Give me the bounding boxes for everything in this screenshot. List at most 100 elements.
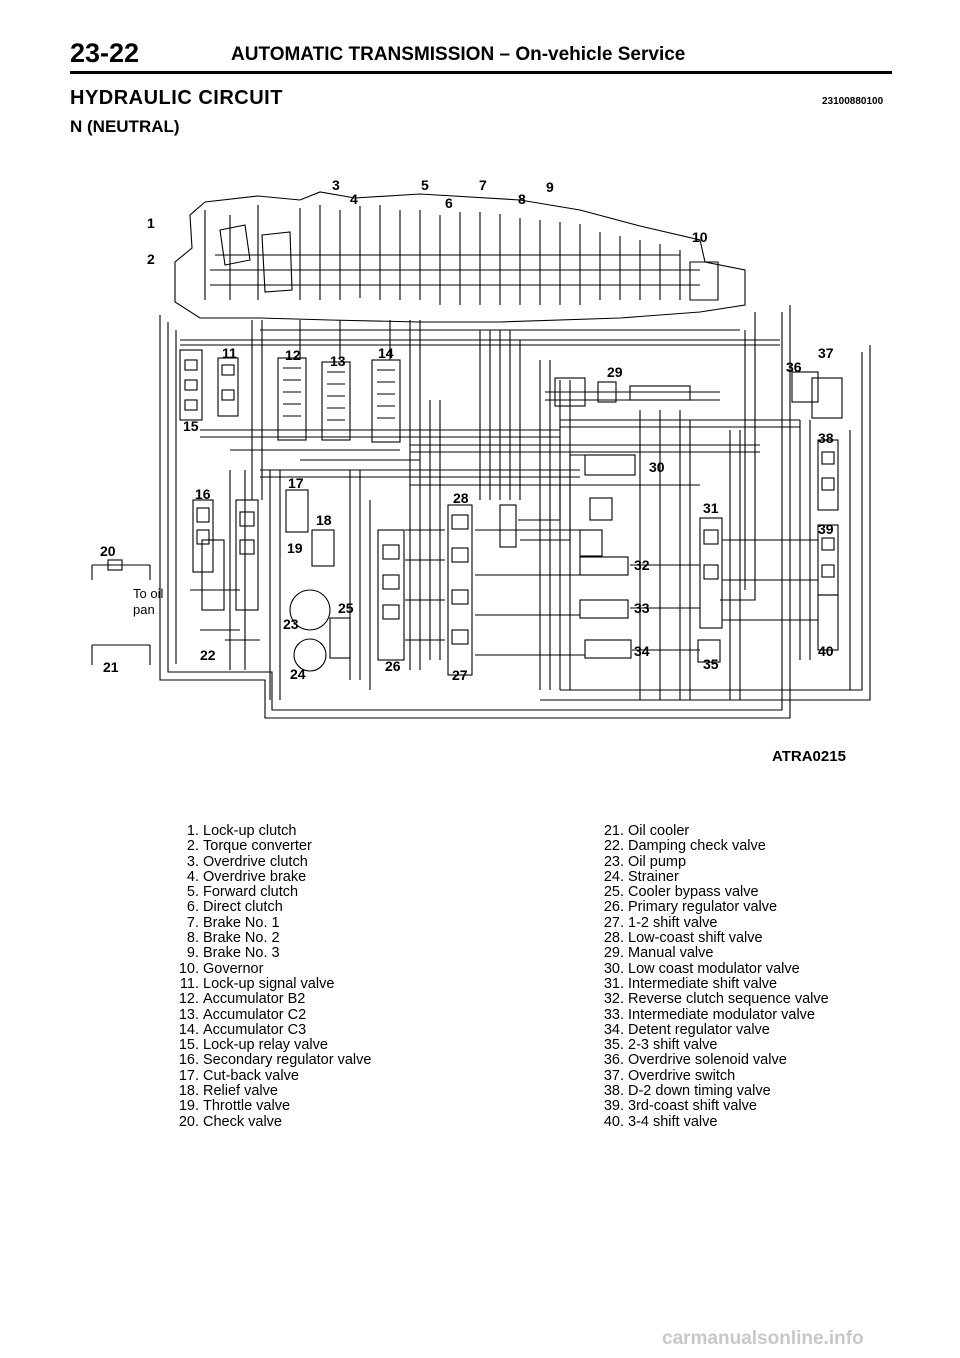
callout-1: 1 [147, 215, 155, 231]
callout-16: 16 [195, 486, 211, 502]
callout-18: 18 [316, 512, 332, 528]
legend-item-label: Low coast modulator valve [628, 960, 800, 977]
legend-item-label: Overdrive clutch [203, 853, 308, 870]
callout-4: 4 [350, 191, 358, 207]
callout-28: 28 [453, 490, 469, 506]
legend-item-label: Detent regulator valve [628, 1021, 770, 1038]
callout-12: 12 [285, 347, 301, 363]
legend-item-label: Lock-up relay valve [203, 1037, 328, 1054]
callout-40: 40 [818, 643, 834, 659]
legend-item-label: Strainer [628, 868, 679, 885]
callout-36: 36 [786, 359, 802, 375]
legend-item-number: 27. [603, 914, 624, 931]
section-code: 23100880100 [822, 96, 884, 107]
legend-item-label: Throttle valve [203, 1098, 291, 1115]
legend-item-number: 37. [603, 1067, 624, 1084]
legend-item-number: 31. [603, 975, 624, 992]
legend-item-number: 35. [603, 1037, 624, 1054]
legend-item: 29.Manual valve [592, 945, 829, 962]
legend-item: 15.Lock-up relay valve [167, 1037, 371, 1054]
callout-35: 35 [703, 656, 719, 672]
legend-item-label: Check valve [203, 1113, 282, 1130]
legend-item-label: Accumulator C2 [203, 1006, 307, 1023]
legend-item-label: Lock-up signal valve [203, 975, 335, 992]
callout-22: 22 [200, 647, 216, 663]
legend-item: 9.Brake No. 3 [167, 946, 371, 962]
legend-item: 7.Brake No. 1 [167, 915, 371, 931]
callout-23: 23 [283, 616, 299, 632]
page-title: AUTOMATIC TRANSMISSION – On-vehicle Serv… [231, 44, 685, 66]
legend-item: 35.2-3 shift valve [592, 1037, 829, 1054]
callout-6: 6 [445, 195, 453, 211]
legend-item: 10.Governor [167, 960, 371, 977]
callout-19: 19 [287, 540, 303, 556]
legend-item: 37.Overdrive switch [592, 1067, 829, 1084]
callout-15: 15 [183, 418, 199, 434]
callout-30: 30 [649, 459, 665, 475]
legend-item: 36.Overdrive solenoid valve [592, 1052, 829, 1069]
legend-item: 33.Intermediate modulator valve [592, 1006, 829, 1023]
mode-title: N (NEUTRAL) [70, 117, 180, 136]
callout-25: 25 [338, 600, 354, 616]
legend-item-number: 20. [178, 1113, 199, 1130]
legend-item: 22.Damping check valve [592, 838, 829, 854]
legend-item-number: 26. [603, 899, 624, 916]
legend-item-number: 24. [603, 868, 624, 885]
callout-27: 27 [452, 667, 468, 683]
legend-item: 34.Detent regulator valve [592, 1021, 829, 1038]
callout-32: 32 [634, 557, 650, 573]
legend-item-label: Direct clutch [203, 899, 283, 916]
title-sub: On-vehicle Service [515, 44, 686, 65]
legend-item-label: Accumulator C3 [203, 1021, 307, 1038]
watermark: carmanualsonline.info [662, 1328, 864, 1349]
legend-item-label: Forward clutch [203, 884, 299, 901]
legend-item: 26.Primary regulator valve [592, 899, 829, 916]
legend-item-label: Relief valve [203, 1083, 278, 1100]
legend-item: 32.Reverse clutch sequence valve [592, 991, 829, 1008]
legend-item: 39.3rd-coast shift valve [592, 1098, 829, 1115]
legend-item: 11.Lock-up signal valve [167, 975, 371, 992]
header-rule [70, 71, 892, 74]
legend-item: 6.Direct clutch [167, 899, 371, 916]
legend-item-label: Cut-back valve [203, 1067, 299, 1084]
legend-item-number: 16. [178, 1052, 199, 1069]
callout-5: 5 [421, 177, 429, 193]
legend-item-label: 3-4 shift valve [628, 1113, 718, 1130]
callout-8: 8 [518, 191, 526, 207]
callout-33: 33 [634, 600, 650, 616]
legend-item-label: Oil pump [628, 853, 687, 870]
legend-item-label: Torque converter [203, 838, 312, 855]
legend-item: 8.Brake No. 2 [167, 930, 371, 947]
legend-item-number: 13. [178, 1006, 199, 1023]
legend-item-number: 8. [186, 930, 199, 947]
legend-item-number: 38. [603, 1083, 624, 1100]
callout-20: 20 [100, 543, 116, 559]
callout-37: 37 [818, 345, 834, 361]
legend-item-label: Manual valve [628, 945, 714, 962]
legend-item-label: Primary regulator valve [628, 899, 778, 916]
callout-39: 39 [818, 521, 834, 537]
legend-item: 19.Throttle valve [167, 1098, 371, 1115]
legend-item-number: 30. [603, 960, 624, 977]
legend-item-number: 23. [603, 853, 624, 870]
legend-item-number: 33. [603, 1006, 624, 1023]
legend-item: 16.Secondary regulator valve [167, 1052, 372, 1069]
legend-item-number: 21. [603, 823, 624, 839]
legend-item: 13.Accumulator C2 [167, 1006, 371, 1023]
title-main: AUTOMATIC TRANSMISSION [231, 44, 495, 65]
legend-item-number: 18. [178, 1083, 199, 1100]
legend-item-label: 3rd-coast shift valve [628, 1098, 757, 1115]
legend-item-label: Lock-up clutch [203, 823, 297, 839]
to-oil-pan-label-line1: To oil [133, 586, 163, 601]
legend-item: 25.Cooler bypass valve [592, 884, 829, 900]
legend-item-label: Overdrive solenoid valve [628, 1052, 787, 1069]
legend-item: 24.Strainer [592, 868, 829, 885]
callout-10: 10 [692, 229, 708, 245]
legend-item-number: 10. [178, 960, 199, 977]
legend-item-label: Reverse clutch sequence valve [628, 991, 829, 1008]
legend-item: 30.Low coast modulator valve [592, 960, 829, 977]
legend-item-number: 34. [603, 1021, 624, 1038]
legend-item-number: 28. [603, 930, 624, 947]
legend-item: 5.Forward clutch [167, 884, 371, 901]
legend-item: 14.Accumulator C3 [167, 1021, 371, 1038]
